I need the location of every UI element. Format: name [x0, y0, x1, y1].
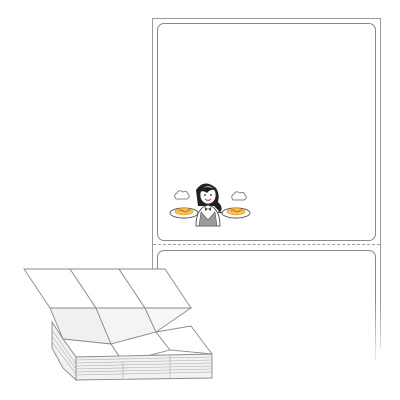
fanfold-stack-side-front	[75, 353, 213, 381]
perforation-line	[153, 244, 380, 245]
steam-icon	[174, 190, 247, 201]
omelette-plate-icon	[169, 207, 199, 219]
fanfold-fold-panel-3	[144, 307, 193, 333]
omelette-plate-icon	[221, 207, 251, 219]
label-top	[157, 23, 376, 241]
